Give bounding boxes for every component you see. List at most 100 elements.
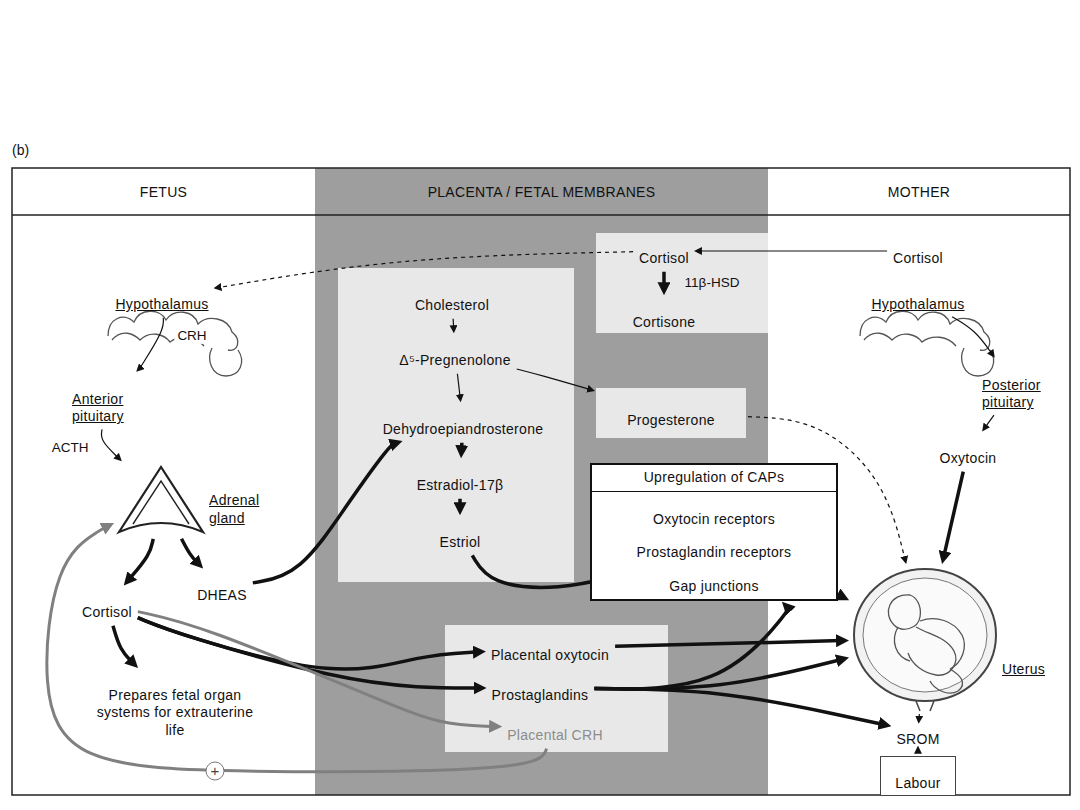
panel-letter: (b): [12, 142, 29, 158]
node-text: Hypothalamus: [115, 280, 208, 314]
node-text: Δ⁵-Pregnenolone: [399, 336, 511, 370]
connector-arrow: [460, 443, 464, 451]
connector-arrow: [699, 250, 887, 251]
edge-label: CRH: [174, 328, 209, 344]
maternal-brain-illustration: [860, 311, 994, 376]
fetal-brain-illustration: [108, 311, 242, 376]
amniotic-sac: [863, 578, 987, 692]
box-item: Prostaglandin receptors: [592, 528, 836, 562]
connector-arrow: [662, 272, 666, 288]
connector-arrow: [517, 369, 591, 390]
column-heading: PLACENTA / FETAL MEMBRANES: [315, 168, 768, 202]
edge-label: 11β-HSD: [682, 275, 743, 291]
connector-arrow: [113, 626, 133, 663]
node-text: Anterior pituitary: [72, 375, 144, 426]
connector-arrow: [952, 317, 992, 354]
uterus-figure: Uterus: [850, 565, 1000, 712]
fetus-outline: [930, 669, 963, 693]
node-text: Cholesterol: [415, 281, 489, 315]
pathway-label: Cortisol: [78, 586, 136, 624]
pathway-label: Cortisone: [629, 296, 700, 334]
node-text: Oxytocin: [940, 434, 997, 468]
pathway-label: Oxytocin: [936, 432, 1001, 470]
node-text: Hypothalamus: [871, 280, 964, 314]
fetus-outline: [916, 627, 956, 675]
connector-arrow: [101, 429, 118, 457]
connector-arrow: [253, 443, 395, 582]
connector-arrow: [840, 595, 842, 596]
node-text: Cortisol: [639, 234, 689, 268]
connector-arrow: [917, 750, 918, 752]
node-text: Estradiol-17β: [417, 461, 504, 495]
edge-label: ACTH: [49, 440, 92, 456]
pathway-label: Hypothalamus: [867, 278, 968, 316]
pathway-label: Estriol: [436, 516, 485, 554]
header-rule: [12, 214, 1070, 216]
outer-frame: [12, 168, 1070, 795]
fetus-outline: [894, 627, 910, 661]
node-text: Adrenal gland: [209, 476, 273, 527]
pituitary-bulb: [962, 348, 994, 376]
outcome-box: Labour: [880, 756, 955, 796]
pathway-label: Cholesterol: [411, 279, 493, 317]
connector-arrow: [218, 252, 633, 288]
uterus-wall: [854, 569, 996, 701]
steroid-pathway-box: [338, 268, 574, 582]
pathway-label: Placental CRH: [503, 709, 607, 747]
connector-arrow: [615, 641, 841, 647]
brain-fold: [864, 333, 956, 346]
pathway-label: Hypothalamus: [111, 278, 212, 316]
column-band: PLACENTA / FETAL MEMBRANES CortisolCortis…: [315, 168, 768, 795]
node-text: Placental CRH: [507, 711, 603, 745]
node-text: Prostaglandins: [492, 671, 589, 705]
connector-arrow: [594, 659, 841, 688]
pathway-label: Dehydroepiandrosterone: [379, 403, 548, 441]
adrenal-inner: [133, 481, 189, 524]
node-text: Placental oxytocin: [491, 631, 609, 665]
connector-arrow: [918, 714, 920, 719]
pituitary-bulb: [210, 348, 242, 376]
connector-arrow: [594, 607, 788, 689]
cortisol-box: [596, 233, 768, 333]
node-text: Posterior pituitary: [982, 361, 1048, 412]
box-heading: Upregulation of CAPs: [592, 465, 836, 492]
node-text: Uterus: [1002, 645, 1058, 679]
pathway-label: Prepares fetal organ systems for extraut…: [90, 669, 260, 742]
adrenal-gland: Adrenal gland: [115, 462, 207, 537]
node-text: Cortisol: [82, 588, 132, 622]
connector-arrow: [138, 618, 479, 688]
pathway-label: Anterior pituitary: [68, 373, 148, 428]
pathway-label: Cortisol: [635, 232, 693, 270]
uterus-outline: [850, 565, 1000, 712]
connector-arrow: [129, 539, 153, 580]
column-band: MOTHER CortisolHypothalamusPosterior pitu…: [768, 168, 1070, 795]
connector-arrow: [458, 499, 462, 508]
adrenal-outline: [115, 462, 207, 537]
pathway-label: Posterior pituitary: [978, 359, 1052, 414]
node-text: Prepares fetal organ systems for extraut…: [94, 671, 256, 740]
pathway-label: SROM: [892, 713, 943, 751]
caps-box: Upregulation of CAPsOxytocin receptorsPr…: [590, 463, 838, 601]
column-band: FETUS HypothalamusAnterior pituitaryAdren…: [12, 168, 315, 795]
column-heading: MOTHER: [768, 168, 1070, 202]
pathway-label: DHEAS: [193, 569, 251, 607]
brain-outline: [108, 311, 238, 350]
brain-outline: [860, 311, 990, 350]
hormone-box: Progesterone: [596, 388, 746, 438]
connector-arrow: [47, 526, 547, 771]
node-text: SROM: [896, 715, 939, 749]
node-text: Progesterone: [627, 396, 715, 430]
pathway-label: Prostaglandins: [488, 669, 593, 707]
column-heading: FETUS: [12, 168, 315, 202]
fetus-outline: [920, 619, 964, 669]
fetus-outline: [908, 653, 936, 675]
pathway-label: Cortisol: [889, 232, 947, 270]
connector-arrow: [594, 689, 883, 725]
cervix: [916, 701, 934, 711]
node-text: Cortisone: [633, 298, 696, 332]
connector-arrow: [457, 374, 460, 398]
node-text: DHEAS: [197, 571, 247, 605]
